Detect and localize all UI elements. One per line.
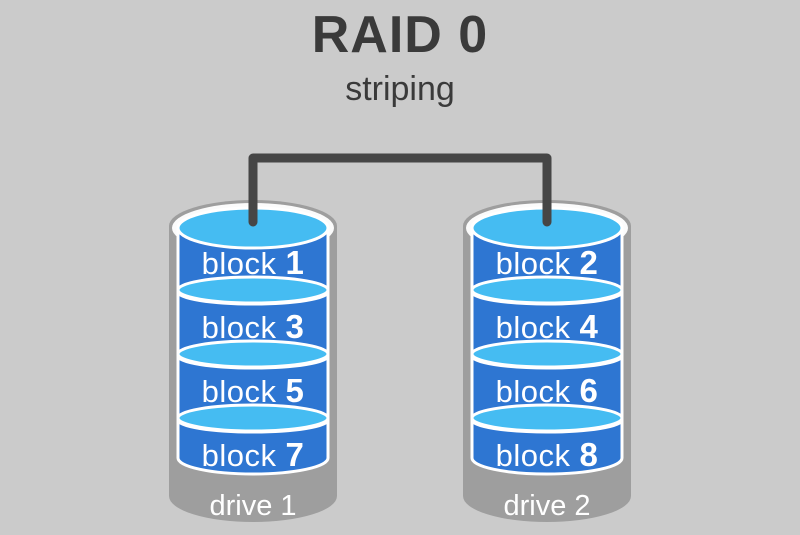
disk-gap-crescent (176, 403, 330, 433)
block-number: 1 (286, 244, 305, 281)
block-label: block 3 (202, 308, 305, 345)
drive-1: block 1 block 3 block 5 block 7 drive 1 (169, 200, 337, 522)
block-word: block (496, 246, 571, 281)
block-word: block (496, 438, 571, 473)
drive-label: drive 1 (209, 490, 296, 522)
block-number: 6 (580, 372, 599, 409)
block-label: block 6 (496, 372, 599, 409)
block-label: block 1 (202, 244, 305, 281)
block-label: block 5 (202, 372, 305, 409)
drive-2: block 2 block 4 block 6 block 8 drive 2 (463, 200, 631, 522)
drive-label: drive 2 (503, 490, 590, 522)
block-word: block (496, 374, 571, 409)
block-word: block (202, 246, 277, 281)
connector-cable (248, 153, 552, 227)
block-number: 7 (286, 436, 305, 473)
block-word: block (202, 310, 277, 345)
block-number: 5 (286, 372, 305, 409)
block-number: 3 (286, 308, 305, 345)
disk-gap-crescent (470, 403, 624, 433)
subtitle: striping (345, 70, 455, 108)
block-word: block (202, 374, 277, 409)
block-label: block 2 (496, 244, 599, 281)
block-word: block (202, 438, 277, 473)
block-label: block 4 (496, 308, 599, 345)
block-number: 4 (580, 308, 599, 345)
block-label: block 7 (202, 436, 305, 473)
disk-gap-crescent (470, 339, 624, 369)
page-title: RAID 0 (312, 6, 488, 64)
disk-gap-crescent (176, 275, 330, 305)
block-word: block (496, 310, 571, 345)
disk-gap-crescent (176, 339, 330, 369)
block-number: 8 (580, 436, 599, 473)
block-number: 2 (580, 244, 599, 281)
disk-gap-crescent (470, 275, 624, 305)
block-label: block 8 (496, 436, 599, 473)
